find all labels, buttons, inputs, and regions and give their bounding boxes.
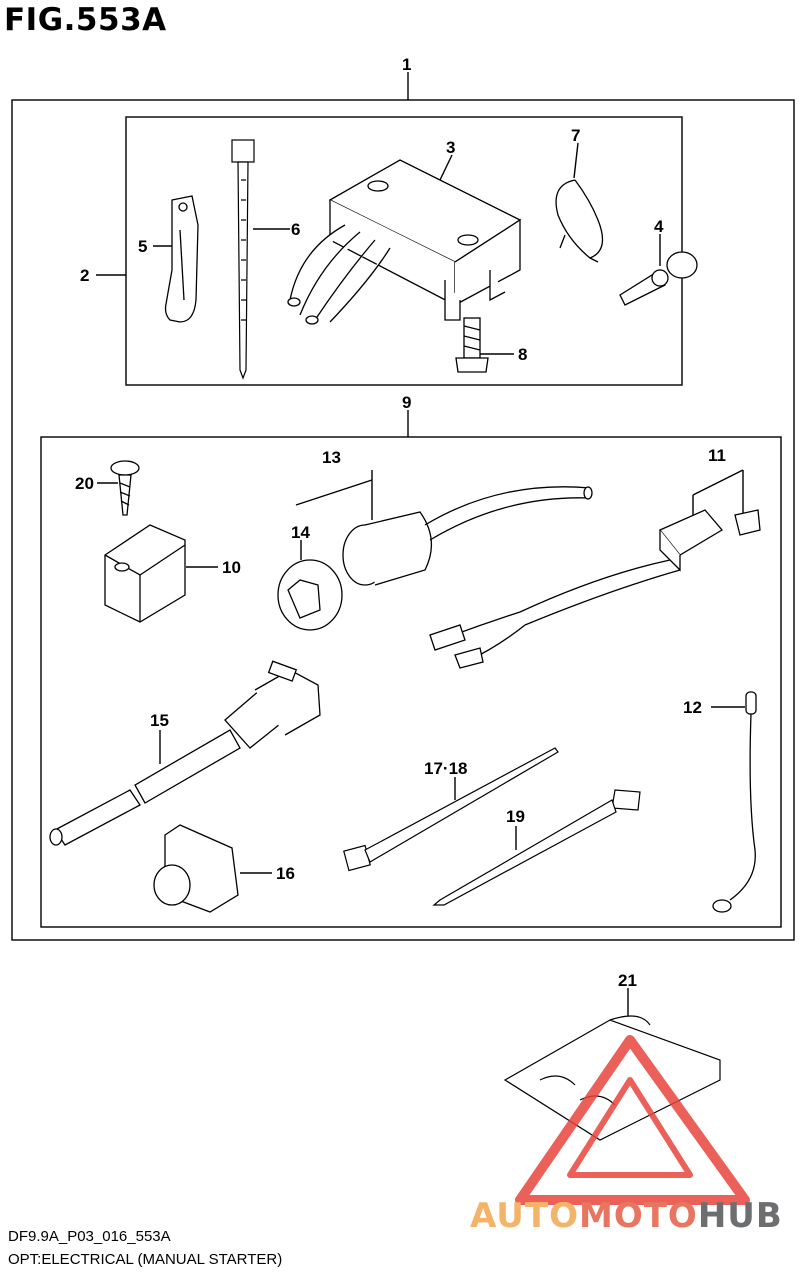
callout-6: 6 bbox=[291, 220, 300, 239]
watermark-brand: AUTOMOTOHUB bbox=[470, 1196, 783, 1236]
callout-15: 15 bbox=[150, 711, 169, 730]
cable-tie-part-17-18 bbox=[343, 747, 559, 872]
grommet-part-4 bbox=[619, 251, 698, 306]
callout-14: 14 bbox=[291, 523, 310, 542]
callout-16: 16 bbox=[276, 864, 295, 883]
callout-8: 8 bbox=[518, 345, 527, 364]
harness-part-11 bbox=[429, 509, 761, 669]
watermark-triangle-icon bbox=[515, 1035, 750, 1205]
callout-10: 10 bbox=[222, 558, 241, 577]
callout-20: 20 bbox=[75, 474, 94, 493]
callout-17-18: 17·18 bbox=[424, 759, 467, 778]
sensor-cable-part-15 bbox=[49, 660, 321, 846]
figure-caption: OPT:ELECTRICAL (MANUAL STARTER) bbox=[8, 1251, 283, 1268]
connector-part-14 bbox=[277, 559, 343, 631]
callout-12: 12 bbox=[683, 698, 702, 717]
grommet-part-16 bbox=[153, 824, 239, 913]
connector-part-13 bbox=[342, 486, 593, 586]
callout-21: 21 bbox=[618, 971, 637, 990]
callout-3: 3 bbox=[446, 138, 455, 157]
group-frame-9 bbox=[40, 436, 782, 928]
callout-5: 5 bbox=[138, 237, 147, 256]
callout-9: 9 bbox=[402, 393, 411, 412]
callout-4: 4 bbox=[654, 217, 664, 236]
screw-part-20 bbox=[110, 460, 140, 516]
cable-tie-part-6 bbox=[231, 139, 255, 380]
cable-tie-part-19 bbox=[432, 789, 641, 906]
callout-19: 19 bbox=[506, 807, 525, 826]
callout-1: 1 bbox=[402, 55, 411, 74]
strap-part-7 bbox=[555, 179, 604, 263]
clip-part-5 bbox=[164, 195, 199, 323]
callout-13: 13 bbox=[322, 448, 341, 467]
rectifier-part-3 bbox=[287, 159, 522, 325]
callout-2: 2 bbox=[80, 266, 89, 285]
brand-moto: MOTO bbox=[578, 1196, 698, 1236]
brand-auto: AUTO bbox=[470, 1196, 579, 1236]
clamp-part-10 bbox=[104, 524, 186, 623]
figure-title: FIG.553A bbox=[4, 2, 167, 38]
assembly-frame-1 bbox=[11, 99, 795, 941]
callout-11: 11 bbox=[708, 446, 726, 465]
brand-hub: HUB bbox=[697, 1196, 783, 1236]
group-frame-2 bbox=[125, 116, 683, 386]
bolt-part-8 bbox=[455, 317, 489, 373]
ground-wire-part-12 bbox=[712, 691, 757, 913]
figure-code: DF9.9A_P03_016_553A bbox=[8, 1228, 171, 1245]
callout-7: 7 bbox=[571, 126, 580, 145]
